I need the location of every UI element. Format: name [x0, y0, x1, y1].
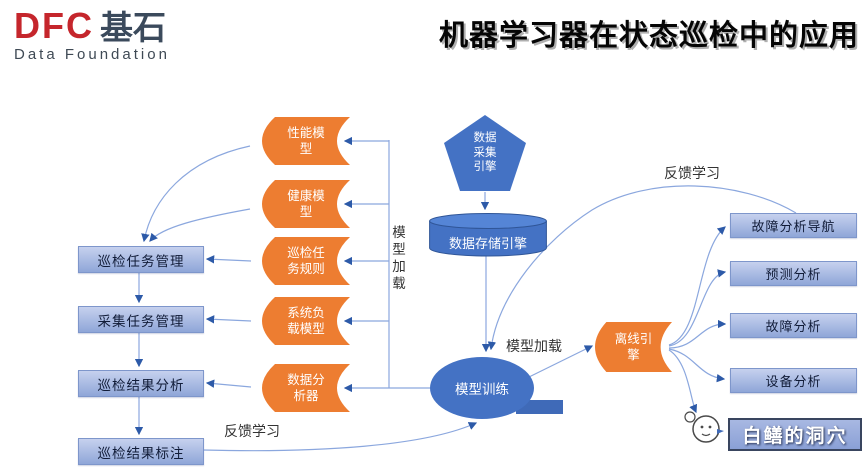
- label-feedback-learning-top: 反馈学习: [664, 165, 720, 181]
- box-fault-analysis: 故障分析: [730, 313, 857, 338]
- box-label: 巡检结果标注: [97, 445, 185, 461]
- model-label: 巡检任务规则: [287, 245, 325, 276]
- box-label: 故障分析: [765, 319, 822, 334]
- model-shape-health: 健康模型: [262, 180, 350, 228]
- label-model-load-vertical: 模型加载: [392, 225, 406, 291]
- label-model-load-mid: 模型加载: [506, 338, 562, 354]
- model-label: 健康模型: [287, 188, 325, 219]
- logo-dfc-text: DFC: [14, 5, 94, 46]
- offline-label: 离线引擎: [614, 331, 653, 362]
- box-fault-analysis-navigation: 故障分析导航: [730, 213, 857, 238]
- stored-data-shape: [262, 237, 350, 285]
- logo-cn-text: 基石: [100, 9, 166, 46]
- model-shape-data-analyzer: 数据分析器: [262, 364, 350, 412]
- box-collection-task-mgmt: 采集任务管理: [78, 306, 204, 333]
- logo-subtitle: Data Foundation: [14, 46, 170, 63]
- box-label: 故障分析导航: [751, 219, 836, 234]
- model-shape-performance: 性能模型: [262, 117, 350, 165]
- stored-data-shape: [262, 364, 350, 412]
- box-label: 采集任务管理: [97, 313, 185, 329]
- box-inspection-result-annotation: 巡检结果标注: [78, 438, 204, 465]
- pentagon-label: 数据采集引擎: [473, 131, 497, 174]
- company-logo: DFC 基石 Data Foundation: [14, 5, 170, 64]
- box-label: 巡检结果分析: [97, 377, 185, 393]
- box-inspection-result-analysis: 巡检结果分析: [78, 370, 204, 397]
- box-label: 巡检任务管理: [97, 253, 185, 269]
- offline-engine: 离线引擎: [595, 322, 672, 372]
- model-label: 数据分析器: [287, 372, 325, 403]
- slide-title: 机器学习器在状态巡检中的应用: [438, 20, 859, 52]
- stored-data-shape: [262, 180, 350, 228]
- model-label: 系统负载模型: [287, 305, 325, 336]
- stored-data-shape: [262, 297, 350, 345]
- watermark-text-box: 白鳝的洞穴: [728, 418, 862, 451]
- model-label: 性能模型: [287, 125, 325, 156]
- cylinder-shape: [429, 213, 547, 257]
- model-shape-system-load: 系统负载模型: [262, 297, 350, 345]
- watermark-text: 白鳝的洞穴: [742, 426, 848, 447]
- label-feedback-learning-bottom: 反馈学习: [224, 423, 280, 439]
- ellipse-shape: [430, 357, 534, 419]
- model-training: 模型训练: [430, 357, 534, 419]
- training-label: 模型训练: [455, 382, 509, 397]
- model-shape-inspection-rules: 巡检任务规则: [262, 237, 350, 285]
- data-collection-engine: 数据采集引擎: [444, 115, 526, 191]
- training-tab-shape: [516, 400, 563, 414]
- box-predictive-analysis: 预测分析: [730, 261, 857, 286]
- data-storage-engine: 数据存储引擎: [429, 213, 547, 257]
- avatar-doodle: [684, 411, 724, 443]
- box-inspection-task-mgmt: 巡检任务管理: [78, 246, 204, 273]
- pentagon-shape: [444, 115, 526, 191]
- box-label: 设备分析: [765, 374, 822, 389]
- stored-data-shape: [595, 322, 672, 372]
- watermark-avatar-icon: [681, 406, 727, 452]
- stored-data-shape: [262, 117, 350, 165]
- storage-label: 数据存储引擎: [448, 236, 527, 251]
- box-label: 预测分析: [765, 267, 822, 282]
- box-equipment-analysis: 设备分析: [730, 368, 857, 393]
